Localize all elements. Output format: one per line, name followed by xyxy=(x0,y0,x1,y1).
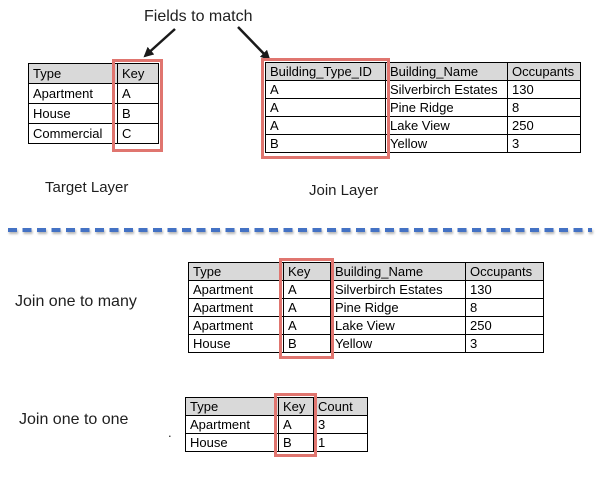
table-cell: A xyxy=(117,83,159,104)
column-header: Building_Name xyxy=(330,262,466,281)
table-cell: 130 xyxy=(465,280,544,299)
table-cell: Apartment xyxy=(185,415,279,434)
table-cell: Lake View xyxy=(385,116,508,135)
table-cell: B xyxy=(283,334,331,353)
table-cell: A xyxy=(283,316,331,335)
table-cell: Silverbirch Estates xyxy=(330,280,466,299)
left-arrow-icon xyxy=(143,28,176,58)
table-cell: Commercial xyxy=(28,123,118,144)
table-cell: Silverbirch Estates xyxy=(385,80,508,99)
table-cell: A xyxy=(283,298,331,317)
column-header: Occupants xyxy=(465,262,544,281)
stray-dot: . xyxy=(168,425,172,440)
column-header: Type xyxy=(28,63,118,84)
join-one-to-one-label: Join one to one xyxy=(19,411,129,428)
column-header: Key xyxy=(278,397,314,416)
table-cell: 3 xyxy=(313,415,368,434)
table-cell: A xyxy=(265,116,386,135)
table-cell: B xyxy=(278,433,314,452)
table-cell: 250 xyxy=(465,316,544,335)
table-cell: Yellow xyxy=(385,134,508,153)
fields-to-match-label: Fields to match xyxy=(144,8,253,25)
column-header: Key xyxy=(117,63,159,84)
column-header: Type xyxy=(188,262,284,281)
table-cell: Lake View xyxy=(330,316,466,335)
table-cell: House xyxy=(185,433,279,452)
column-header: Building_Type_ID xyxy=(265,62,386,81)
match-arrows xyxy=(143,26,271,61)
table-cell: Apartment xyxy=(188,298,284,317)
table-cell: C xyxy=(117,123,159,144)
table-cell: A xyxy=(265,80,386,99)
table-cell: Yellow xyxy=(330,334,466,353)
separator-dashed-line xyxy=(8,228,592,232)
table-cell: Apartment xyxy=(188,280,284,299)
join-layer-label: Join Layer xyxy=(309,182,379,199)
table-cell: Apartment xyxy=(28,83,118,104)
table-cell: A xyxy=(283,280,331,299)
table-cell: A xyxy=(278,415,314,434)
table-cell: Apartment xyxy=(188,316,284,335)
table-cell: House xyxy=(28,103,118,124)
right-arrow-icon xyxy=(237,26,271,61)
column-header: Key xyxy=(283,262,331,281)
table-cell: 250 xyxy=(507,116,581,135)
table-cell: 3 xyxy=(507,134,581,153)
join-one-to-many-label: Join one to many xyxy=(15,293,137,310)
table-cell: 1 xyxy=(313,433,368,452)
table-cell: Pine Ridge xyxy=(385,98,508,117)
column-header: Building_Name xyxy=(385,62,508,81)
column-header: Occupants xyxy=(507,62,581,81)
column-header: Type xyxy=(185,397,279,416)
table-cell: Pine Ridge xyxy=(330,298,466,317)
table-cell: A xyxy=(265,98,386,117)
target-layer-label: Target Layer xyxy=(45,179,129,196)
table-cell: 8 xyxy=(507,98,581,117)
table-cell: B xyxy=(117,103,159,124)
table-cell: 130 xyxy=(507,80,581,99)
column-header: Count xyxy=(313,397,368,416)
table-cell: 8 xyxy=(465,298,544,317)
table-cell: House xyxy=(188,334,284,353)
table-cell: 3 xyxy=(465,334,544,353)
table-cell: B xyxy=(265,134,386,153)
